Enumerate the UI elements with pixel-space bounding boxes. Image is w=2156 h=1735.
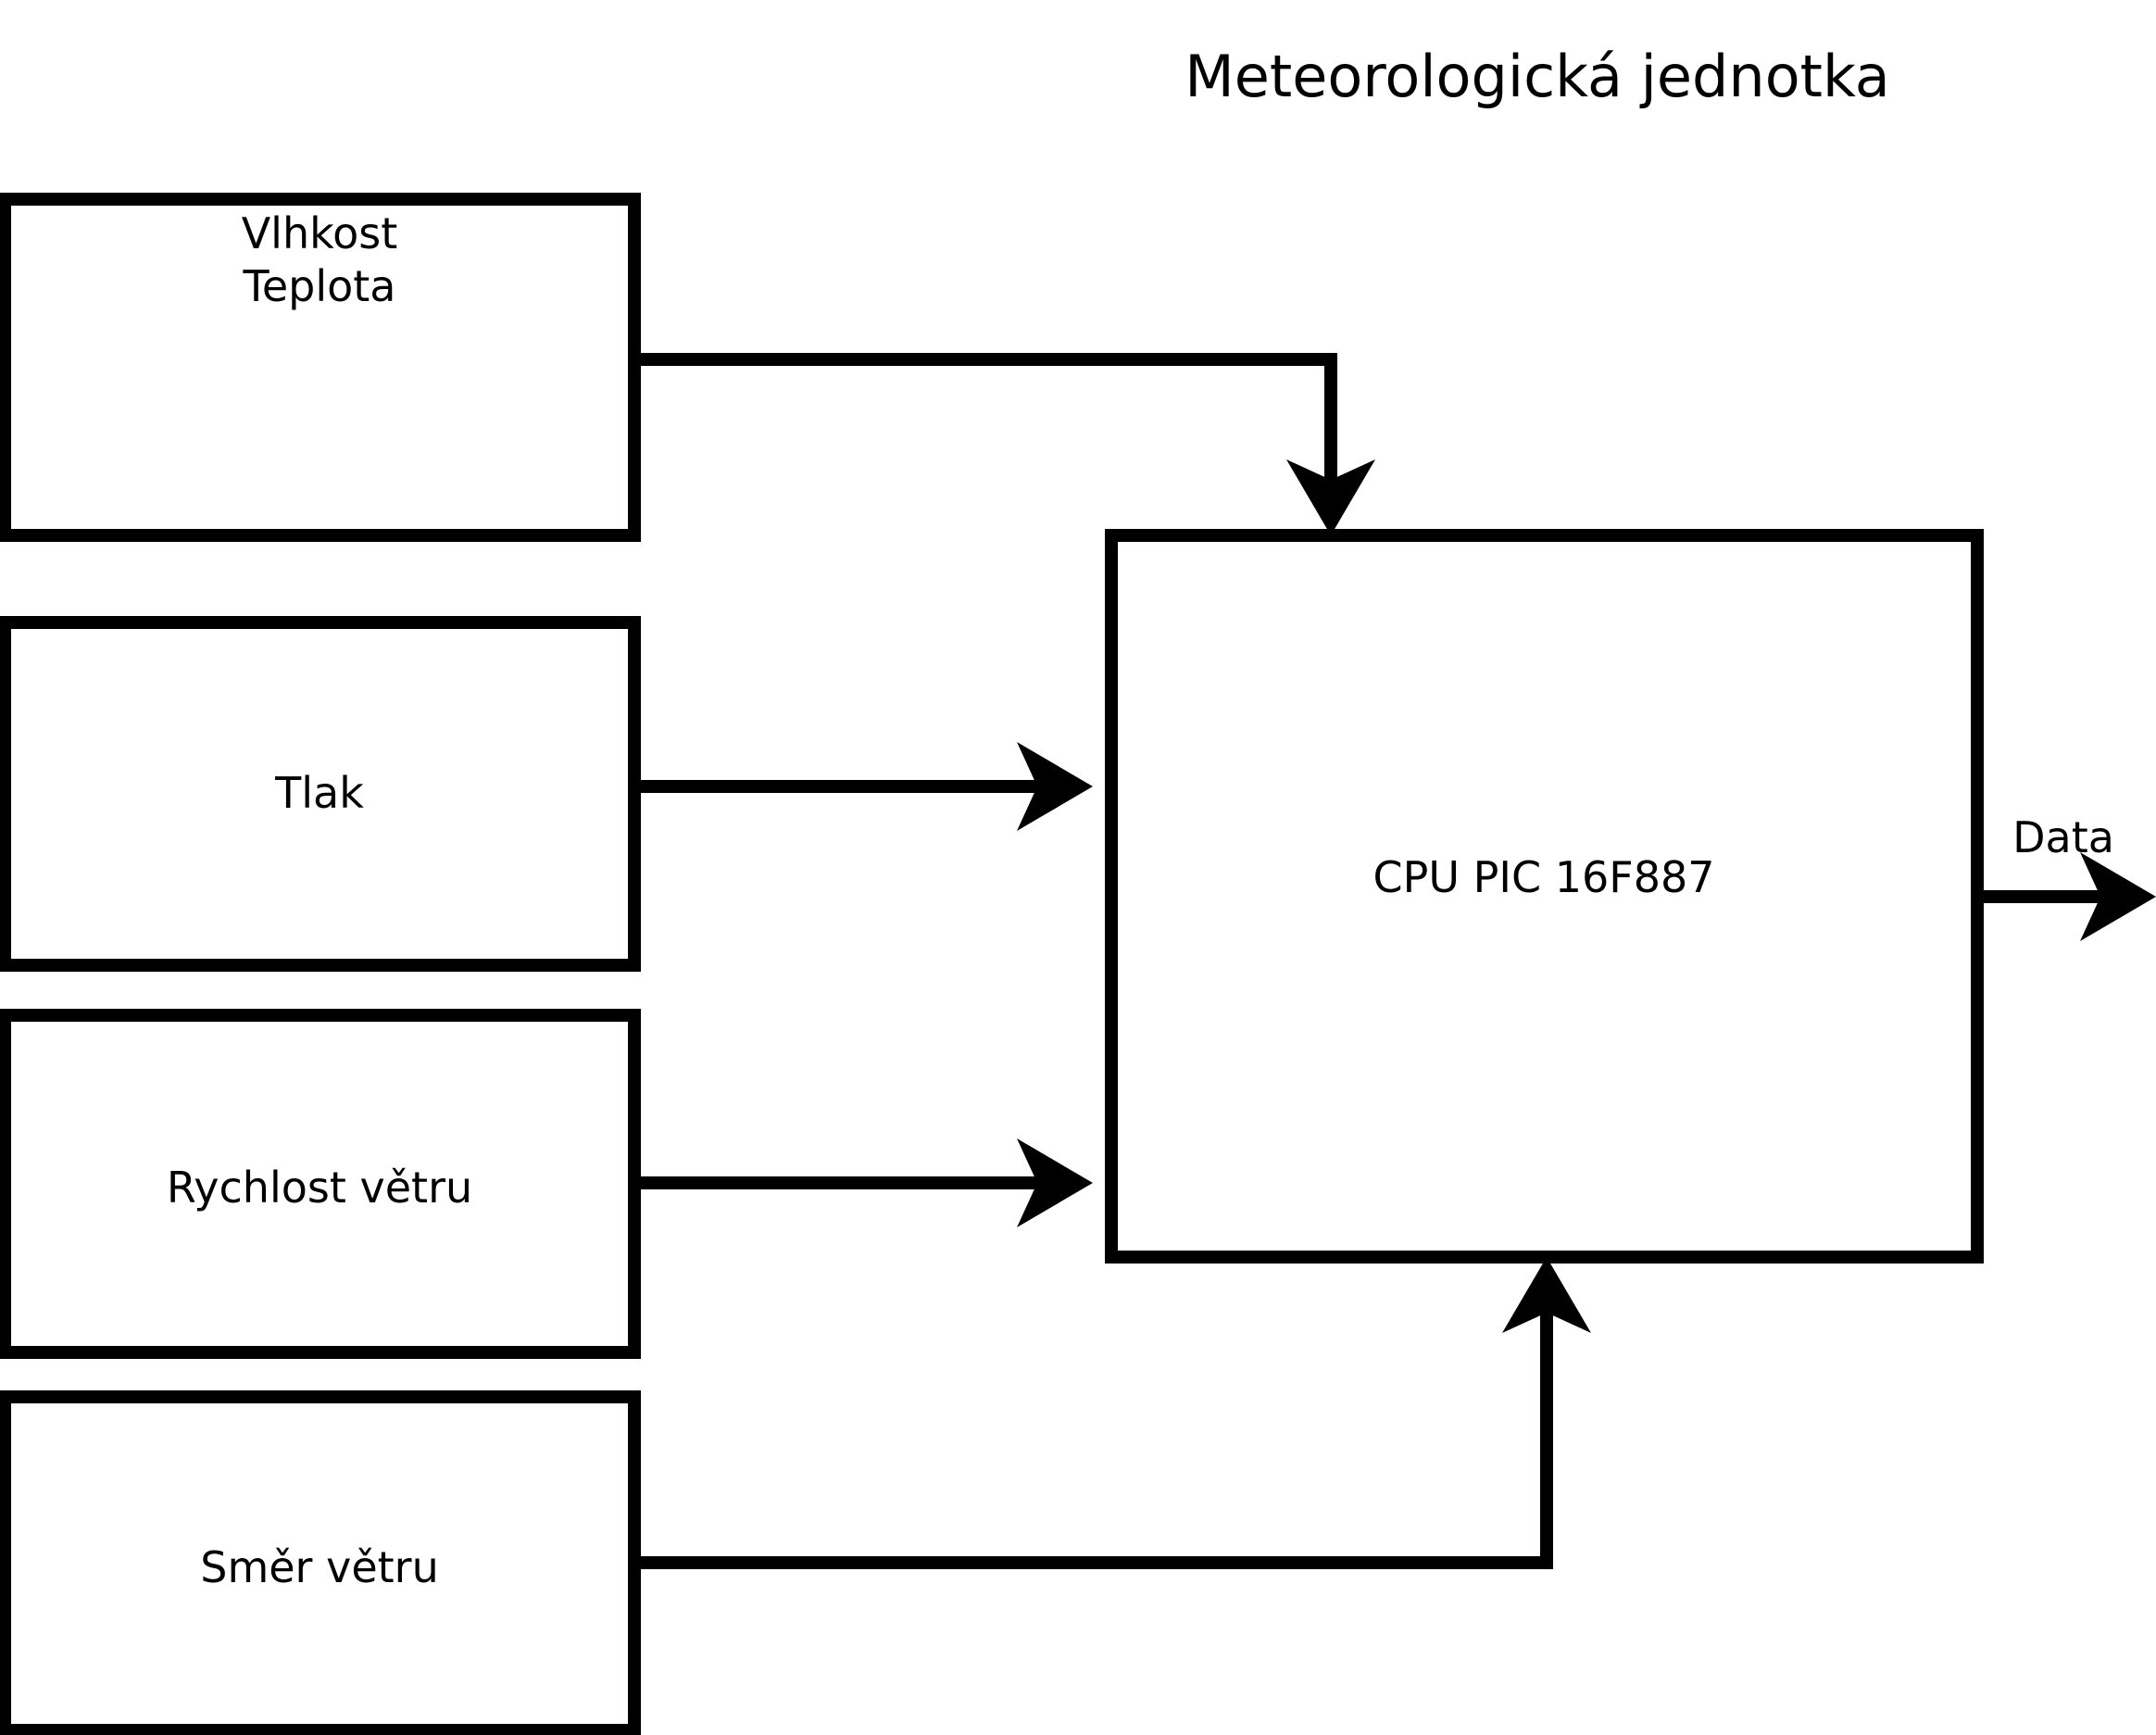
node-label-cpu: CPU PIC 16F887	[1373, 852, 1715, 902]
arrowhead-up-into-cpu-bottom	[1502, 1257, 1591, 1333]
page-title: Meteorologická jednotka	[1185, 43, 1890, 110]
node-cpu[interactable]: CPU PIC 16F887	[1105, 529, 1984, 1264]
node-box-pressure	[0, 616, 641, 972]
node-label-wind-speed: Rychlost větru	[167, 1163, 472, 1213]
node-box-cpu	[1105, 529, 1984, 1264]
node-box-humidity-temperature	[0, 193, 641, 542]
node-humidity-temperature[interactable]: Vlhkost Teplota	[0, 193, 641, 542]
edge-winddirection-to-cpu	[634, 1257, 1591, 1569]
node-wind-direction[interactable]: Směr větru	[0, 1390, 641, 1735]
node-label-temperature: Teplota	[243, 261, 396, 311]
edge-label-data: Data	[2012, 812, 2114, 862]
edge-cpu-to-data-output: Data	[1977, 812, 2156, 941]
edge-windspeed-to-cpu	[634, 1138, 1093, 1227]
arrowhead-down-into-cpu-top	[1286, 459, 1375, 535]
arrowhead-right-data-output	[2080, 852, 2156, 941]
arrowhead-right-into-cpu-left-pressure	[1017, 742, 1093, 831]
node-label-pressure: Tlak	[274, 768, 364, 818]
node-pressure[interactable]: Tlak	[0, 616, 641, 972]
edge-path-humidity-to-cpu	[634, 353, 1337, 498]
node-box-wind-speed	[0, 1009, 641, 1359]
edge-path-winddirection-to-cpu	[634, 1297, 1553, 1569]
node-label-humidity: Vlhkost	[242, 208, 398, 258]
edge-pressure-to-cpu	[634, 742, 1093, 831]
node-wind-speed[interactable]: Rychlost větru	[0, 1009, 641, 1359]
node-label-wind-direction: Směr větru	[200, 1542, 438, 1592]
arrowhead-right-into-cpu-left-windspeed	[1017, 1138, 1093, 1227]
edge-humidity-to-cpu	[634, 353, 1375, 535]
